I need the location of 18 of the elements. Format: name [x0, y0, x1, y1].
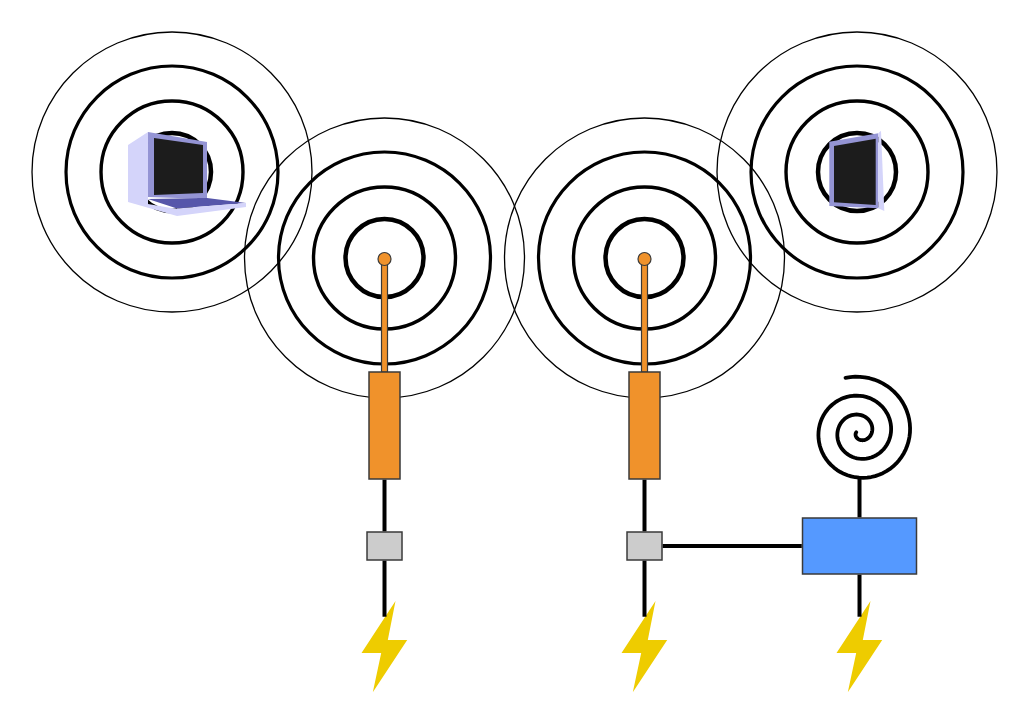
connection-line: [857, 478, 862, 518]
connector-box: [366, 531, 403, 561]
connection-line: [857, 574, 862, 617]
laptop-icon: [128, 132, 246, 216]
access-point: [628, 251, 661, 480]
spiral-icon: [816, 374, 912, 480]
monitor-icon: [829, 130, 885, 211]
lightning-icon: [621, 601, 668, 693]
access-point: [368, 251, 401, 480]
connection-line: [382, 479, 387, 532]
connection-line: [642, 479, 647, 532]
connection-line: [662, 544, 802, 548]
device-box: [801, 517, 918, 575]
lightning-icon: [836, 601, 883, 693]
connector-box: [626, 531, 663, 561]
connection-line: [642, 560, 647, 617]
connection-line: [382, 560, 387, 617]
lightning-icon: [361, 601, 408, 693]
